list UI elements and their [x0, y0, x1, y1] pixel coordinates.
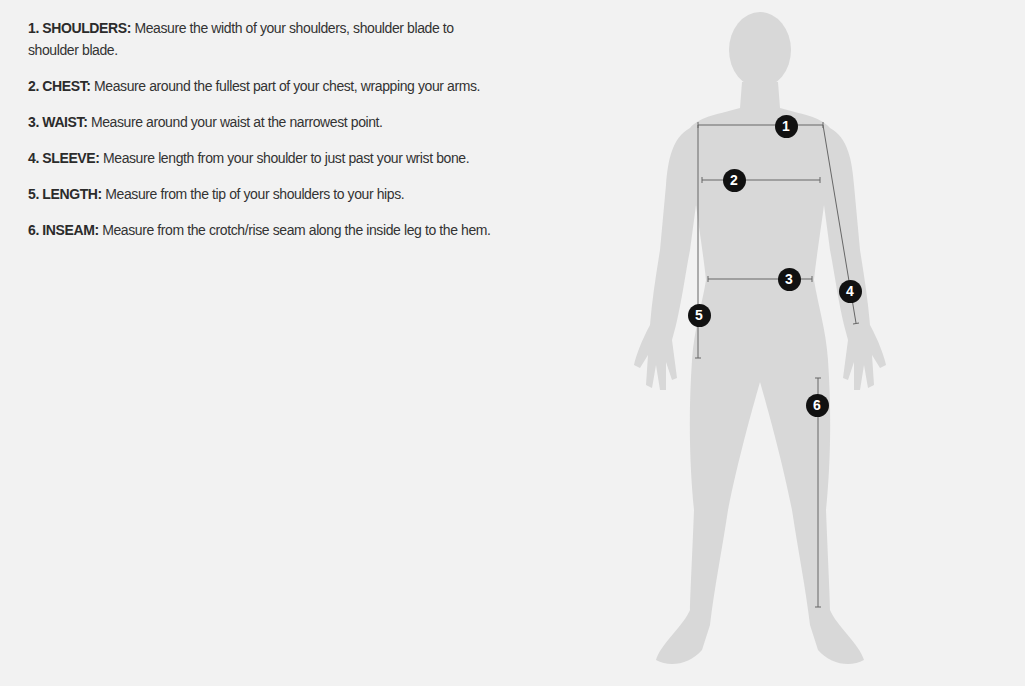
shoulder-line: [698, 122, 823, 128]
instruction-heading: 5. LENGTH:: [28, 186, 102, 202]
instruction-item: 6. INSEAM:Measure from the crotch/rise s…: [28, 219, 500, 241]
callout-circle: 6: [806, 394, 829, 417]
instruction-text: Measure around the fullest part of your …: [94, 78, 480, 94]
instruction-heading: 6. INSEAM:: [28, 222, 99, 238]
callout-number: 6: [813, 398, 821, 412]
body-shape: [634, 82, 886, 664]
instruction-heading: 2. CHEST:: [28, 78, 91, 94]
instruction-item: 2. CHEST:Measure around the fullest part…: [28, 75, 500, 97]
instruction-heading: 1. SHOULDERS:: [28, 20, 131, 36]
chest-line: [702, 177, 820, 183]
instruction-item: 3. WAIST:Measure around your waist at th…: [28, 111, 500, 133]
callout-number: 1: [782, 119, 790, 133]
instruction-text: Measure from the crotch/rise seam along …: [102, 222, 490, 238]
callout-number: 3: [785, 272, 793, 286]
callout-circle: 5: [688, 304, 711, 327]
instruction-text: Measure around your waist at the narrowe…: [91, 114, 383, 130]
instruction-heading: 4. SLEEVE:: [28, 150, 99, 166]
callout-number: 2: [730, 173, 738, 187]
body-silhouette: [634, 12, 886, 664]
instruction-heading: 3. WAIST:: [28, 114, 87, 130]
callout-circle: 3: [778, 268, 801, 291]
callout-number: 5: [695, 308, 703, 322]
head-shape: [729, 12, 791, 88]
callout-number: 4: [846, 284, 854, 298]
instruction-item: 4. SLEEVE:Measure length from your shoul…: [28, 147, 500, 169]
instruction-text: Measure length from your shoulder to jus…: [103, 150, 469, 166]
callout-circle: 1: [775, 115, 798, 138]
instruction-item: 1. SHOULDERS:Measure the width of your s…: [28, 17, 500, 61]
callout-circle: 4: [839, 280, 862, 303]
instruction-item: 5. LENGTH:Measure from the tip of your s…: [28, 183, 500, 205]
callout-circle: 2: [723, 169, 746, 192]
instruction-list: 1. SHOULDERS:Measure the width of your s…: [28, 17, 500, 255]
instruction-text: Measure from the tip of your shoulders t…: [105, 186, 404, 202]
measure-lines: [695, 122, 859, 607]
